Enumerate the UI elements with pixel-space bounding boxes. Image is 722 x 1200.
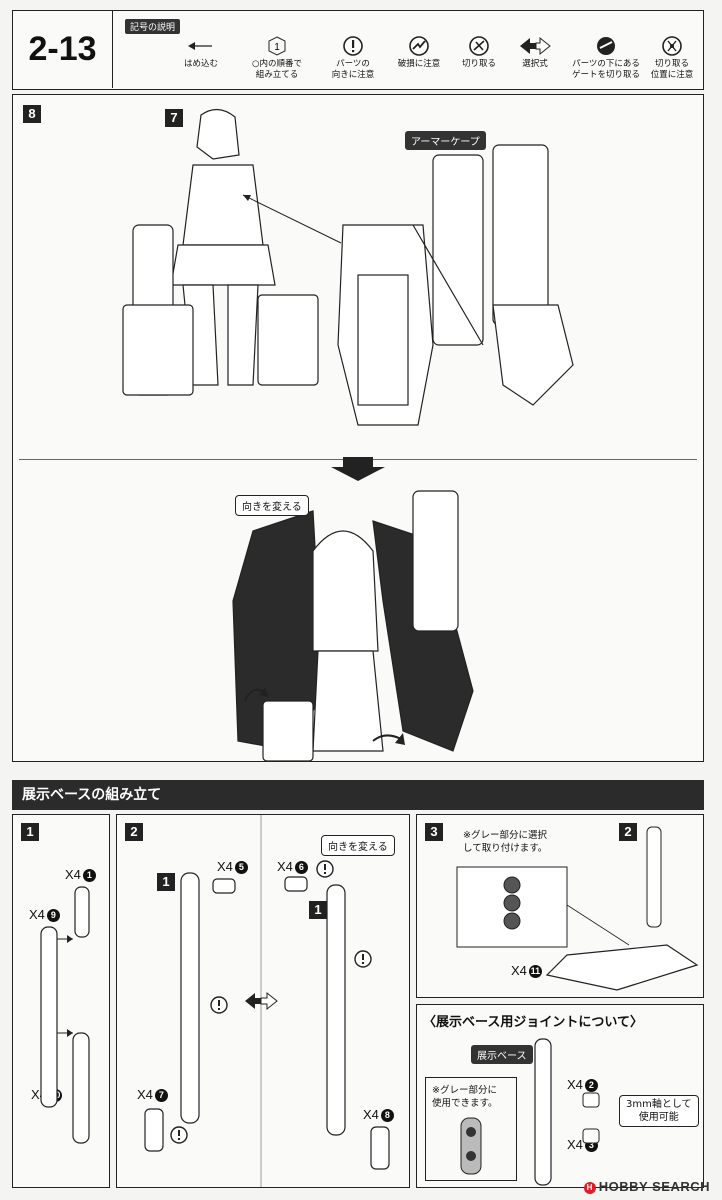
step-number: 2-13 [13,11,113,88]
section-title-bar: 展示ベースの組み立て [12,780,704,810]
legend-label: パーツの 向きに注意 [331,59,375,80]
legend-label: 選択式 [522,59,548,69]
legend-label: はめ込む [183,59,218,69]
gray-part-note: ※グレー部分に選択 して取り付けます。 [463,830,548,854]
step-badge: 1 [21,823,39,841]
joint-info-box: 〈展示ベース用ジョイントについて〉 展示ベース ※グレー部分に 使用できます。 … [416,1004,704,1188]
legend-item-orientation: パーツの 向きに注意 [313,31,393,81]
base-arm-assembly-illustration [144,815,390,1187]
legend-label: 切り取る 位置に注意 [650,59,694,80]
step-badge: 3 [425,823,443,841]
base-arm-parts-illustration [40,886,90,1144]
armor-cape-label: アーマーケープ [405,131,486,150]
legend-item-gate-cut: パーツの下にある ゲートを切り取る [561,31,651,81]
step-8-panel: 8 7 アーマーケープ [12,94,704,762]
legend-item-breakage: 破損に注意 [379,31,459,70]
svg-text:1: 1 [274,42,280,53]
part-badge: 1 [157,873,175,891]
double-arrow-icon [520,36,551,56]
legend-item-choice: 選択式 [495,31,575,70]
change-direction-callout: 向きを変える [235,495,309,516]
sub-step-badge: 7 [165,109,183,127]
hobby-search-logo-icon: H [583,1182,596,1194]
gray-usage-note: ※グレー部分に 使用できます。 [432,1085,498,1109]
joint-gray-illustration [460,1117,482,1175]
exclamation-icon [343,36,363,56]
legend-label: パーツの下にある ゲートを切り取る [571,59,640,80]
cape-rotate-illustration [232,457,474,761]
header: 2-13 記号の説明 はめ込む 1 ○内の順番で 組み立てる パーツの 向きに注… [12,10,704,90]
cut-position-icon [662,36,682,56]
axis-usage-callout: 3mm軸として 使用可能 [619,1095,699,1127]
display-base-tag: 展示ベース [471,1045,533,1064]
change-direction-callout: 向きを変える [321,835,395,856]
legend-item-cut: 切り取る [439,31,519,70]
gray-usage-note-box: ※グレー部分に 使用できます。 [425,1077,517,1181]
legend-item-order: 1 ○内の順番で 組み立てる [237,31,317,81]
legend-title: 記号の説明 [125,19,181,34]
part-badge: 1 [309,901,327,919]
joint-title: 〈展示ベース用ジョイントについて〉 [423,1015,643,1030]
step-badge: 8 [23,105,41,123]
step-badge: 2 [125,823,143,841]
legend-label: 切り取る [461,59,496,69]
numbered-circle-icon: 1 [268,36,286,56]
display-base-illustration [456,826,699,991]
gate-cut-icon [597,37,615,55]
symbol-legend: はめ込む 1 ○内の順番で 組み立てる パーツの 向きに注意 破損に注意 切り取… [117,31,703,87]
base-step-1-box: 1 X41 X49 X410 [12,814,110,1188]
armor-cape-attach-illustration [122,108,574,426]
joint-illustration [534,1038,600,1186]
legend-label: 破損に注意 [397,59,441,69]
ref-badge: 2 [619,823,637,841]
legend-item-snap: はめ込む [161,31,241,70]
arrow-left-icon [188,42,212,50]
scissors-icon [469,36,489,56]
broken-part-icon [409,36,429,56]
legend-label: ○内の順番で 組み立てる [252,59,302,80]
legend-item-cut-position: 切り取る 位置に注意 [637,31,707,81]
